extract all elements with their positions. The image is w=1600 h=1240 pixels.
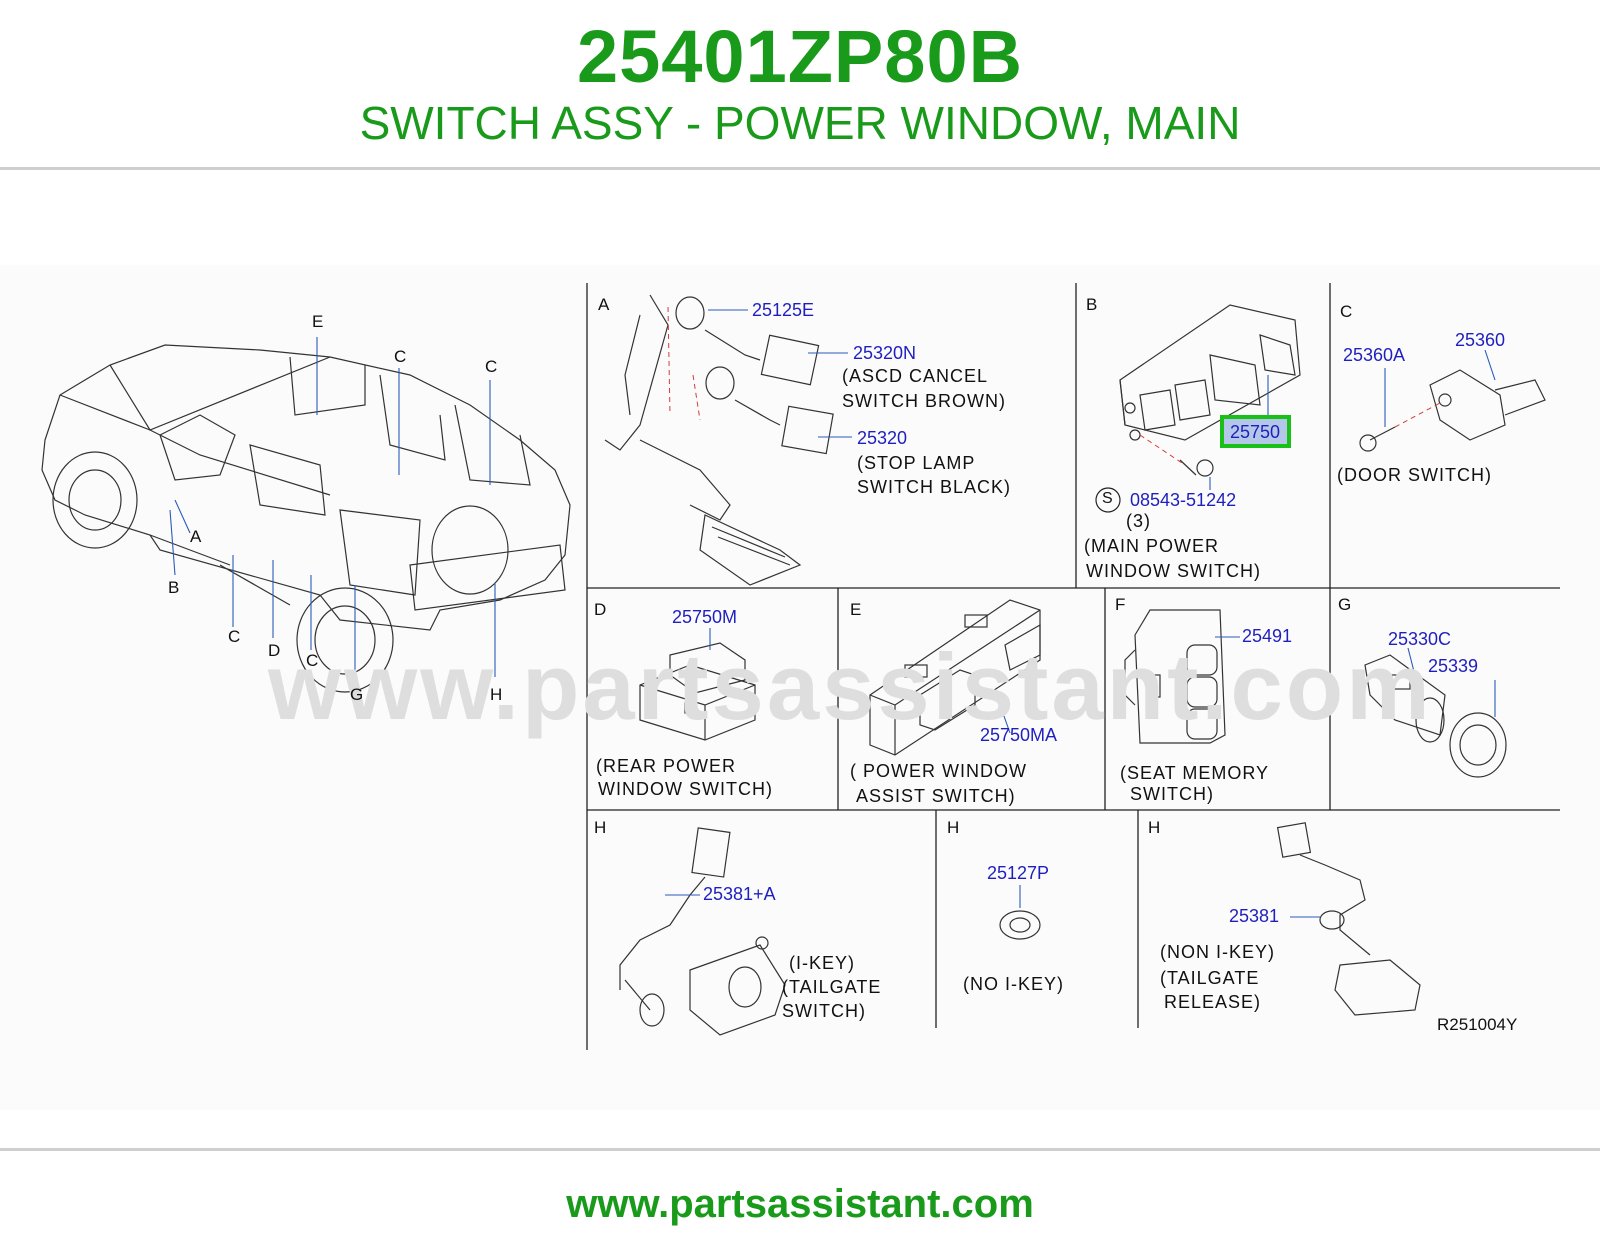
vehicle-callout-d: D — [268, 641, 281, 660]
label-non-ikey-3: RELEASE) — [1164, 992, 1262, 1012]
section-f-label: F — [1115, 595, 1126, 614]
part-25360[interactable]: 25360 — [1455, 330, 1506, 350]
section-b-label: B — [1086, 295, 1098, 314]
label-ascd-1: (ASCD CANCEL — [842, 366, 989, 386]
label-ascd-2: SWITCH BROWN) — [842, 391, 1006, 411]
section-h2-label: H — [947, 818, 960, 837]
vehicle-callout-b: B — [168, 578, 180, 597]
vehicle-callout-c3: C — [228, 627, 241, 646]
footer-divider — [0, 1148, 1600, 1151]
vehicle-callout-h: H — [490, 685, 503, 704]
diagram-drawing — [41, 283, 1560, 1050]
part-number: 25401ZP80B — [576, 15, 1024, 98]
part-25127p[interactable]: 25127P — [987, 863, 1050, 883]
label-main-2: WINDOW SWITCH) — [1086, 561, 1261, 581]
highlighted-part-25750[interactable]: 25750 — [1220, 415, 1291, 448]
label-rear-2: WINDOW SWITCH) — [598, 779, 773, 799]
label-ikey-2: (TAILGATE — [782, 977, 882, 997]
part-25125e[interactable]: 25125E — [752, 300, 815, 320]
header-divider — [0, 167, 1600, 170]
vehicle-callout-c4: C — [306, 651, 319, 670]
label-main-1: (MAIN POWER — [1084, 536, 1219, 556]
label-door-switch: (DOOR SWITCH) — [1337, 465, 1492, 485]
vehicle-callout-c2: C — [485, 357, 498, 376]
label-rear-1: (REAR POWER — [596, 756, 737, 776]
label-stop-2: SWITCH BLACK) — [857, 477, 1012, 497]
vehicle-illustration — [41, 344, 571, 693]
quantity-3: (3) — [1126, 511, 1151, 531]
part-25320n[interactable]: 25320N — [853, 343, 917, 363]
part-25330c[interactable]: 25330C — [1388, 629, 1452, 649]
section-g-label: G — [1338, 595, 1352, 614]
part-25491[interactable]: 25491 — [1242, 626, 1293, 646]
label-seat-1: (SEAT MEMORY — [1120, 763, 1270, 783]
standard-part-mark: S — [1102, 490, 1113, 507]
label-ikey-3: SWITCH) — [782, 1001, 866, 1021]
label-ikey-1: (I-KEY) — [789, 953, 856, 973]
part-25320[interactable]: 25320 — [857, 428, 908, 448]
vehicle-callout-a: A — [190, 527, 202, 546]
section-h3-label: H — [1148, 818, 1161, 837]
section-h1-label: H — [594, 818, 607, 837]
vehicle-callout-e: E — [312, 312, 324, 331]
parts-diagram: www.partsassistant.com E C C A B C D C G… — [0, 265, 1600, 1110]
section-d-label: D — [594, 600, 607, 619]
label-non-ikey-2: (TAILGATE — [1160, 968, 1260, 988]
part-25750: 25750 — [1230, 422, 1281, 442]
part-25750ma[interactable]: 25750MA — [980, 725, 1058, 745]
vehicle-callout-g: G — [350, 685, 364, 704]
part-25381[interactable]: 25381 — [1229, 906, 1280, 926]
part-25381-a[interactable]: 25381+A — [703, 884, 776, 904]
vehicle-callout-c1: C — [394, 347, 407, 366]
label-stop-1: (STOP LAMP — [857, 453, 976, 473]
part-25339[interactable]: 25339 — [1428, 656, 1479, 676]
part-25750m[interactable]: 25750M — [672, 607, 738, 627]
part-25360a[interactable]: 25360A — [1343, 345, 1406, 365]
label-non-ikey-1: (NON I-KEY) — [1160, 942, 1276, 962]
label-seat-2: SWITCH) — [1130, 784, 1214, 804]
section-a-label: A — [598, 295, 610, 314]
label-no-ikey: (NO I-KEY) — [963, 974, 1065, 994]
section-e-label: E — [850, 600, 862, 619]
footer-url-link[interactable]: www.partsassistant.com — [566, 1182, 1034, 1226]
label-assist-2: ASSIST SWITCH) — [856, 786, 1016, 806]
watermark: www.partsassistant.com — [268, 634, 1433, 739]
reference-code: R251004Y — [1437, 1015, 1518, 1034]
section-c-label: C — [1340, 302, 1353, 321]
part-description: SWITCH ASSY - POWER WINDOW, MAIN — [359, 97, 1241, 149]
label-assist-1: ( POWER WINDOW — [850, 761, 1027, 781]
part-08543-51242[interactable]: 08543-51242 — [1130, 490, 1237, 510]
